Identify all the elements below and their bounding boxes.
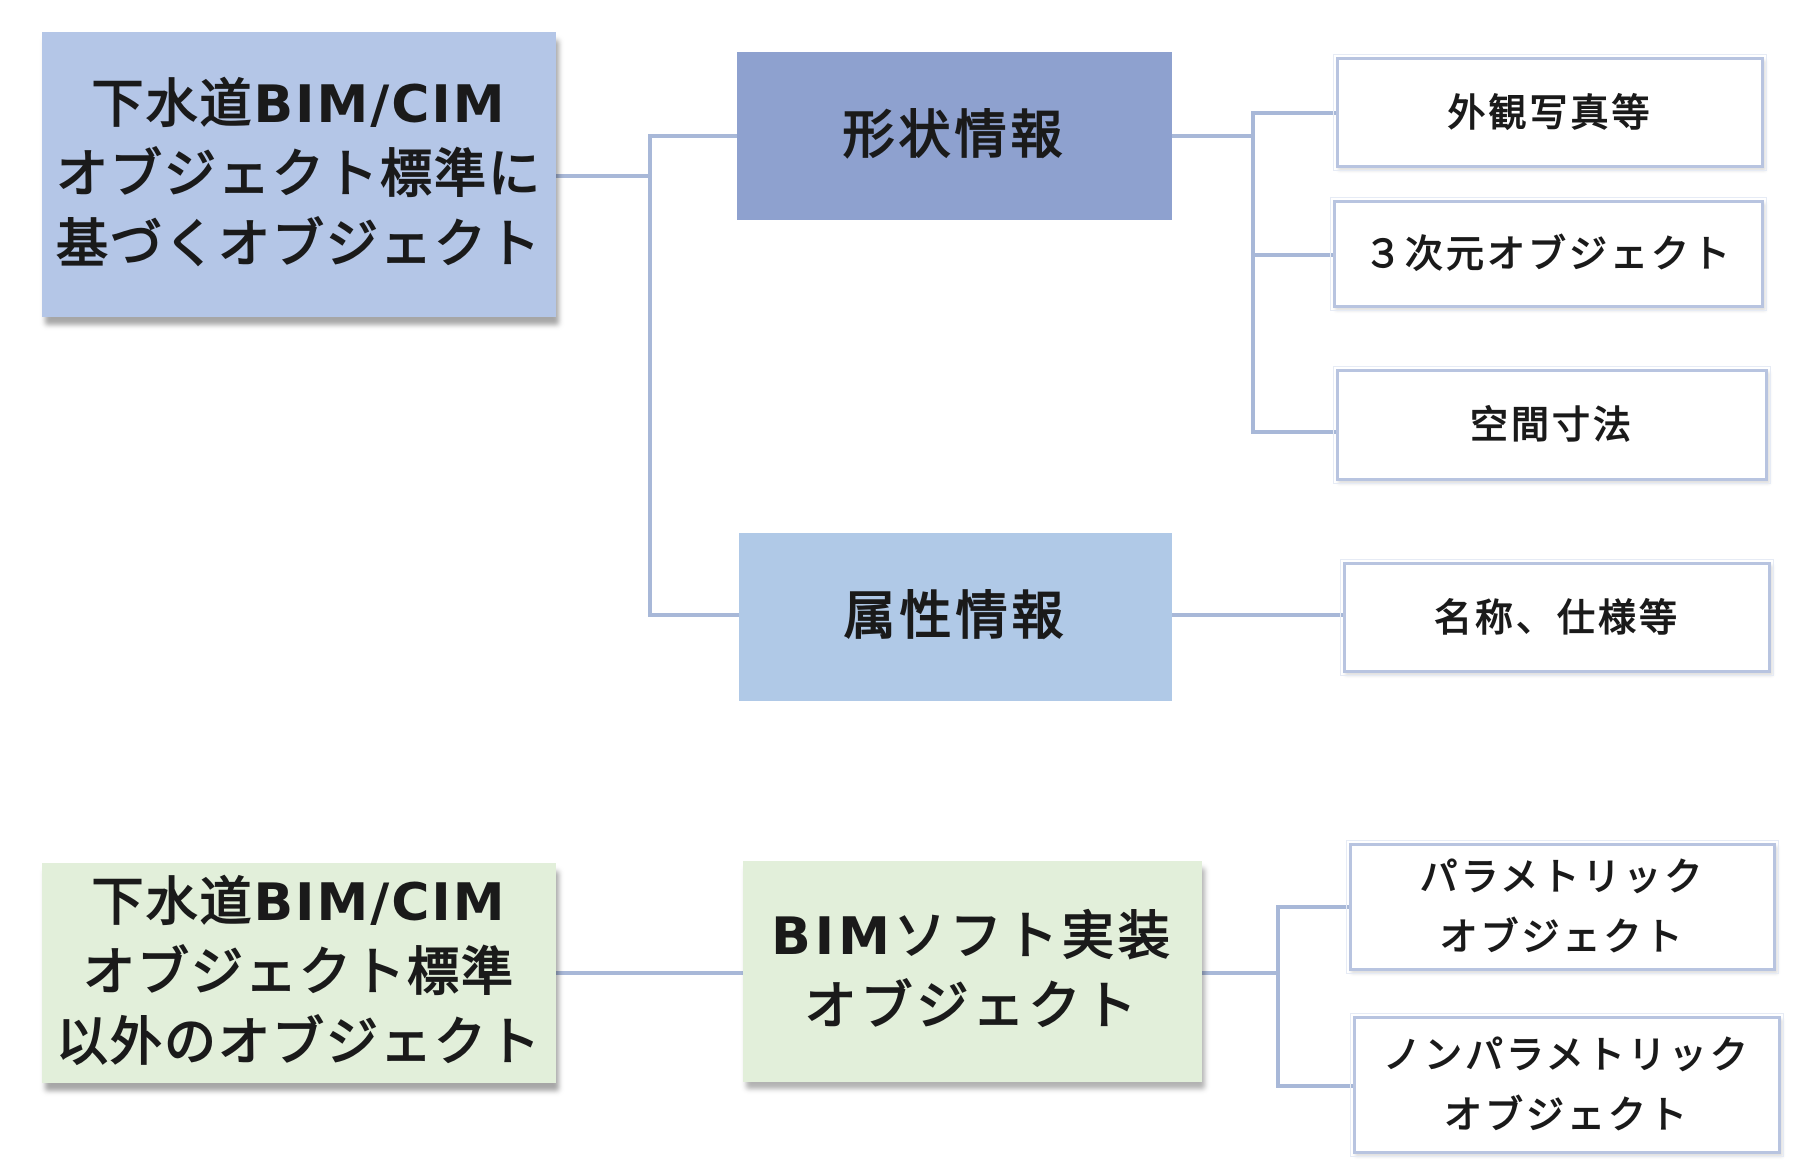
bim-child-parametric: パラメトリック オブジェクト <box>1346 840 1779 974</box>
shape-child-spatial-dimensions: 空間寸法 <box>1333 366 1771 484</box>
bim-child-nonparametric: ノンパラメトリック オブジェクト <box>1350 1013 1784 1157</box>
other-object-box: 下水道BIM/CIM オブジェクト標準 以外のオブジェクト <box>42 863 556 1083</box>
shape-info-box: 形状情報 <box>737 52 1172 220</box>
shape-child-photos: 外観写真等 <box>1333 54 1767 171</box>
standard-object-box: 下水道BIM/CIM オブジェクト標準に 基づくオブジェクト <box>42 32 556 317</box>
shape-child-3d-object: ３次元オブジェクト <box>1330 197 1767 311</box>
attribute-info-box: 属性情報 <box>739 533 1172 701</box>
bim-soft-object-box: BIMソフト実装 オブジェクト <box>743 861 1202 1082</box>
attribute-child-name-spec: 名称、仕様等 <box>1340 559 1774 676</box>
